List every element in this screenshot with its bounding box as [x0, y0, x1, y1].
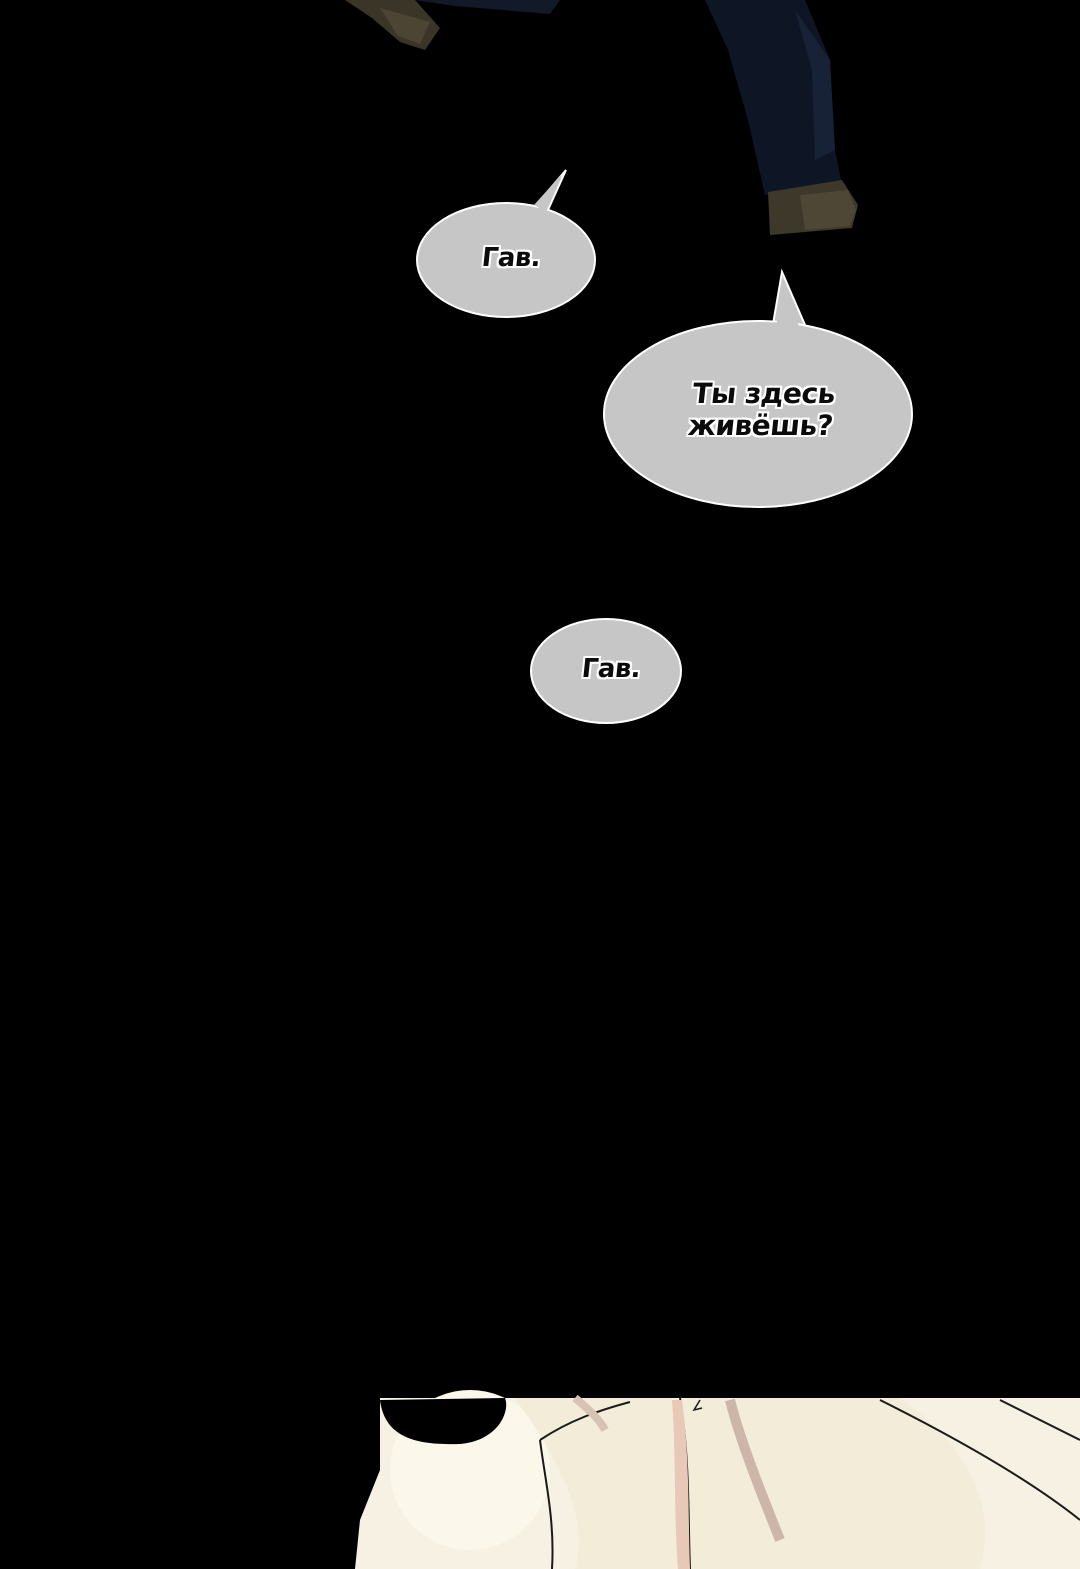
- speech-bubble-3: [530, 618, 682, 724]
- bubble-1-text: Гав.: [480, 243, 542, 273]
- bubble-2-text: Ты здесь живёшь?: [686, 377, 837, 443]
- speech-bubble-1: [416, 169, 596, 318]
- speech-bubble-2: [603, 268, 913, 508]
- walking-figure-legs: [345, 0, 858, 235]
- bubble-3-text: Гав.: [580, 654, 642, 684]
- creature-closeup: [355, 1390, 1080, 1569]
